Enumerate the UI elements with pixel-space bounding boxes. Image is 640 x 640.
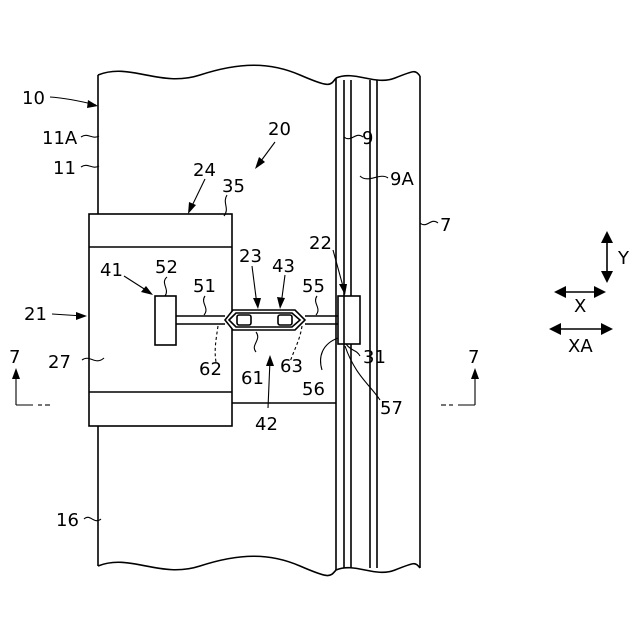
element-52 bbox=[155, 296, 176, 345]
label-9a: 9A bbox=[390, 169, 414, 190]
label-7-rail: 7 bbox=[440, 215, 451, 236]
label-51: 51 bbox=[193, 276, 216, 297]
label-16: 16 bbox=[56, 510, 79, 531]
axis-xa-arrow bbox=[549, 323, 613, 335]
label-35: 35 bbox=[222, 176, 245, 197]
coupling-43 bbox=[225, 310, 305, 330]
label-axis-x: X bbox=[574, 296, 586, 317]
label-61: 61 bbox=[241, 368, 264, 389]
label-10: 10 bbox=[22, 88, 45, 109]
label-11: 11 bbox=[53, 158, 76, 179]
label-section-left: 7 bbox=[9, 347, 20, 368]
shaft-55 bbox=[305, 316, 338, 324]
label-22: 22 bbox=[309, 233, 332, 254]
label-24: 24 bbox=[193, 160, 216, 181]
label-52: 52 bbox=[155, 257, 178, 278]
axis-y-arrow bbox=[601, 231, 613, 283]
label-42: 42 bbox=[255, 414, 278, 435]
label-57: 57 bbox=[380, 398, 403, 419]
label-31: 31 bbox=[363, 347, 386, 368]
block-22 bbox=[338, 296, 360, 344]
label-55: 55 bbox=[302, 276, 325, 297]
label-9: 9 bbox=[362, 128, 373, 149]
section-mark-right bbox=[441, 368, 479, 405]
label-axis-xa: XA bbox=[568, 336, 593, 357]
label-11a: 11A bbox=[42, 128, 78, 149]
label-62: 62 bbox=[199, 359, 222, 380]
label-21: 21 bbox=[24, 304, 47, 325]
label-43: 43 bbox=[272, 256, 295, 277]
label-axis-y: Y bbox=[617, 248, 630, 269]
section-mark-left bbox=[12, 368, 50, 405]
label-section-right: 7 bbox=[468, 347, 479, 368]
label-63: 63 bbox=[280, 356, 303, 377]
label-56: 56 bbox=[302, 379, 325, 400]
label-20: 20 bbox=[268, 119, 291, 140]
label-23: 23 bbox=[239, 246, 262, 267]
label-41: 41 bbox=[100, 260, 123, 281]
label-27: 27 bbox=[48, 352, 71, 373]
